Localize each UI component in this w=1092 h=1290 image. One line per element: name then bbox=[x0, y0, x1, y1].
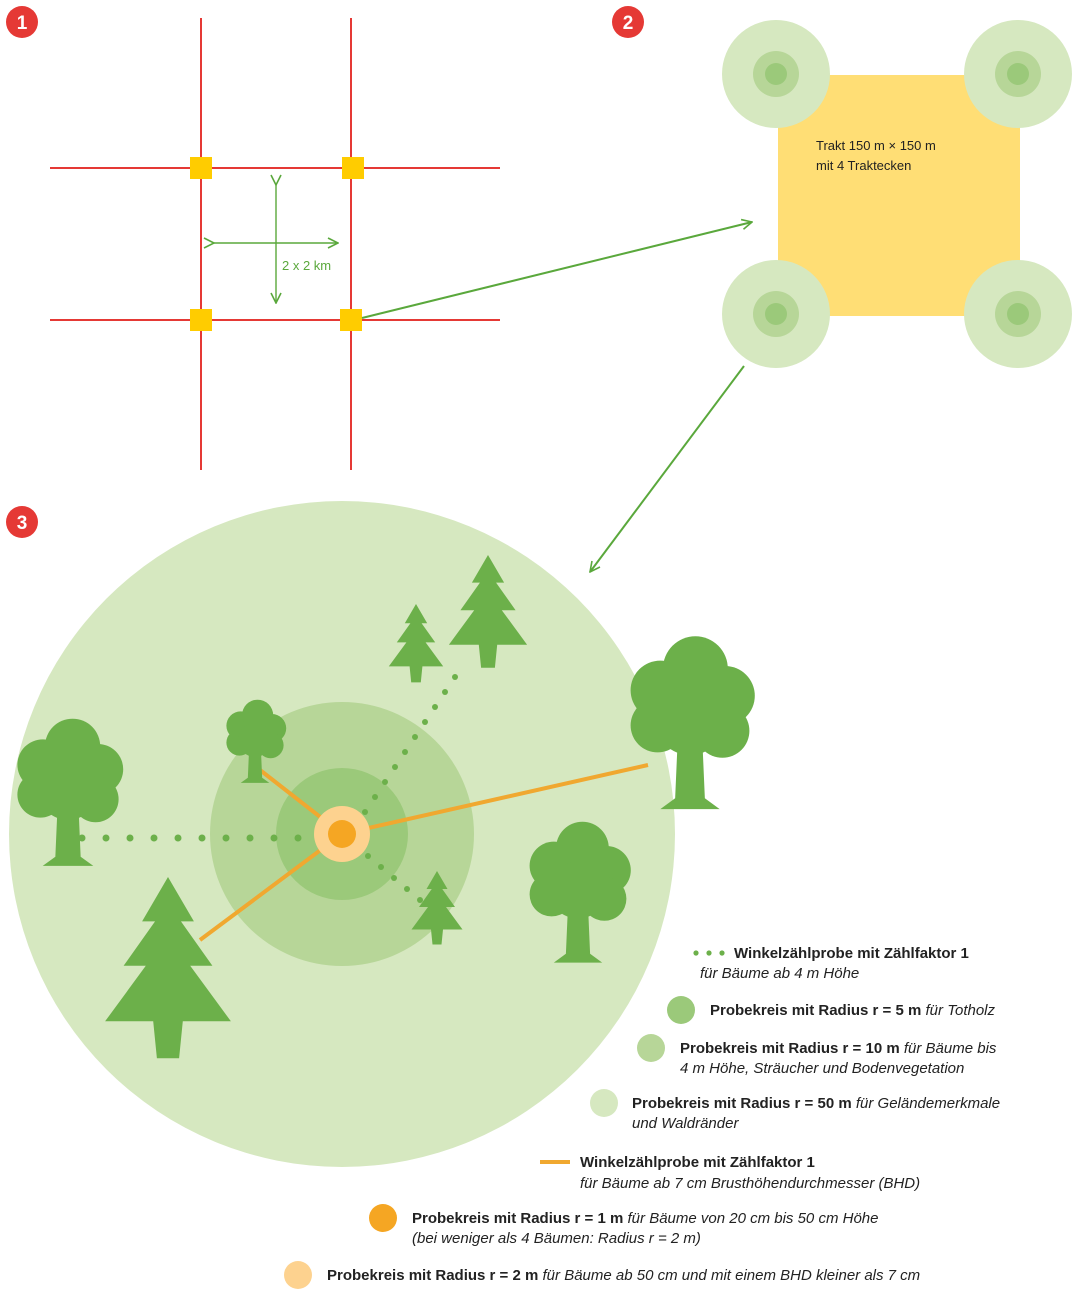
tract-square bbox=[778, 75, 1020, 316]
badge-2: 2 bbox=[612, 6, 644, 38]
tract-corner-plot bbox=[722, 20, 830, 128]
grid-panel: 2 x 2 km bbox=[50, 18, 500, 470]
badge-1: 1 bbox=[6, 6, 38, 38]
legend: Winkelzählprobe mit Zählfaktor 1 für Bäu… bbox=[284, 945, 1000, 1289]
legend-item-radius-5m: Probekreis mit Radius r = 5 m für Tothol… bbox=[667, 996, 996, 1024]
svg-text:3: 3 bbox=[17, 513, 28, 534]
legend-item-radius-50m: Probekreis mit Radius r = 50 m für Gelän… bbox=[590, 1089, 1000, 1132]
tract-panel: Trakt 150 m × 150 m mit 4 Traktecken bbox=[722, 20, 1072, 368]
svg-text:2: 2 bbox=[623, 13, 634, 34]
tract-marker bbox=[340, 309, 362, 331]
sample-plot-panel bbox=[9, 501, 755, 1167]
tract-marker bbox=[190, 309, 212, 331]
spacing-label: 2 x 2 km bbox=[282, 258, 331, 273]
svg-text:Probekreis mit Radius r = 1 m: Probekreis mit Radius r = 1 m für Bäume … bbox=[412, 1210, 878, 1227]
svg-text:Winkelzählprobe mit Zählfaktor: Winkelzählprobe mit Zählfaktor 1 bbox=[580, 1154, 815, 1171]
svg-text:und Waldränder: und Waldränder bbox=[632, 1115, 739, 1132]
svg-text:Probekreis mit Radius r = 2 m: Probekreis mit Radius r = 2 m für Bäume … bbox=[327, 1267, 920, 1284]
legend-item-radius-10m: Probekreis mit Radius r = 10 m für Bäume… bbox=[637, 1034, 997, 1077]
svg-text:Probekreis mit Radius r = 50 m: Probekreis mit Radius r = 50 m für Gelän… bbox=[632, 1095, 1000, 1112]
tract-corner-plot bbox=[964, 20, 1072, 128]
svg-text:4 m Höhe, Sträucher und Bodenv: 4 m Höhe, Sträucher und Bodenvegetation bbox=[680, 1060, 964, 1077]
svg-text:Winkelzählprobe mit Zählfaktor: Winkelzählprobe mit Zählfaktor 1 bbox=[734, 945, 969, 962]
svg-text:1: 1 bbox=[17, 13, 28, 34]
svg-text:(bei weniger als 4 Bäumen: Rad: (bei weniger als 4 Bäumen: Radius r = 2 … bbox=[412, 1230, 701, 1247]
svg-text:Probekreis mit Radius r = 5 m: Probekreis mit Radius r = 5 m für Tothol… bbox=[710, 1002, 996, 1019]
legend-item-angle-count-bhd: Winkelzählprobe mit Zählfaktor 1 für Bäu… bbox=[540, 1154, 920, 1192]
svg-text:für Bäume ab 7 cm Brusthöhendu: für Bäume ab 7 cm Brusthöhendurchmesser … bbox=[580, 1175, 920, 1192]
svg-text:Probekreis mit Radius r = 10 m: Probekreis mit Radius r = 10 m für Bäume… bbox=[680, 1040, 997, 1057]
arrow-to-tract bbox=[361, 222, 752, 319]
legend-item-angle-count-4m: Winkelzählprobe mit Zählfaktor 1 für Bäu… bbox=[693, 945, 969, 982]
tract-corner-plot bbox=[722, 260, 830, 368]
tract-label-line2: mit 4 Traktecken bbox=[816, 158, 911, 173]
tract-label-line1: Trakt 150 m × 150 m bbox=[816, 138, 936, 153]
legend-item-radius-2m: Probekreis mit Radius r = 2 m für Bäume … bbox=[284, 1261, 920, 1289]
plot-circle-r1 bbox=[328, 820, 356, 848]
tract-marker bbox=[342, 157, 364, 179]
legend-item-radius-1m: Probekreis mit Radius r = 1 m für Bäume … bbox=[369, 1204, 878, 1247]
angle-count-dots-4m bbox=[78, 674, 458, 903]
badge-3: 3 bbox=[6, 506, 38, 538]
svg-text:für Bäume ab 4 m Höhe: für Bäume ab 4 m Höhe bbox=[700, 965, 859, 982]
arrow-to-plot bbox=[590, 365, 745, 572]
tract-marker bbox=[190, 157, 212, 179]
tract-corner-plot bbox=[964, 260, 1072, 368]
